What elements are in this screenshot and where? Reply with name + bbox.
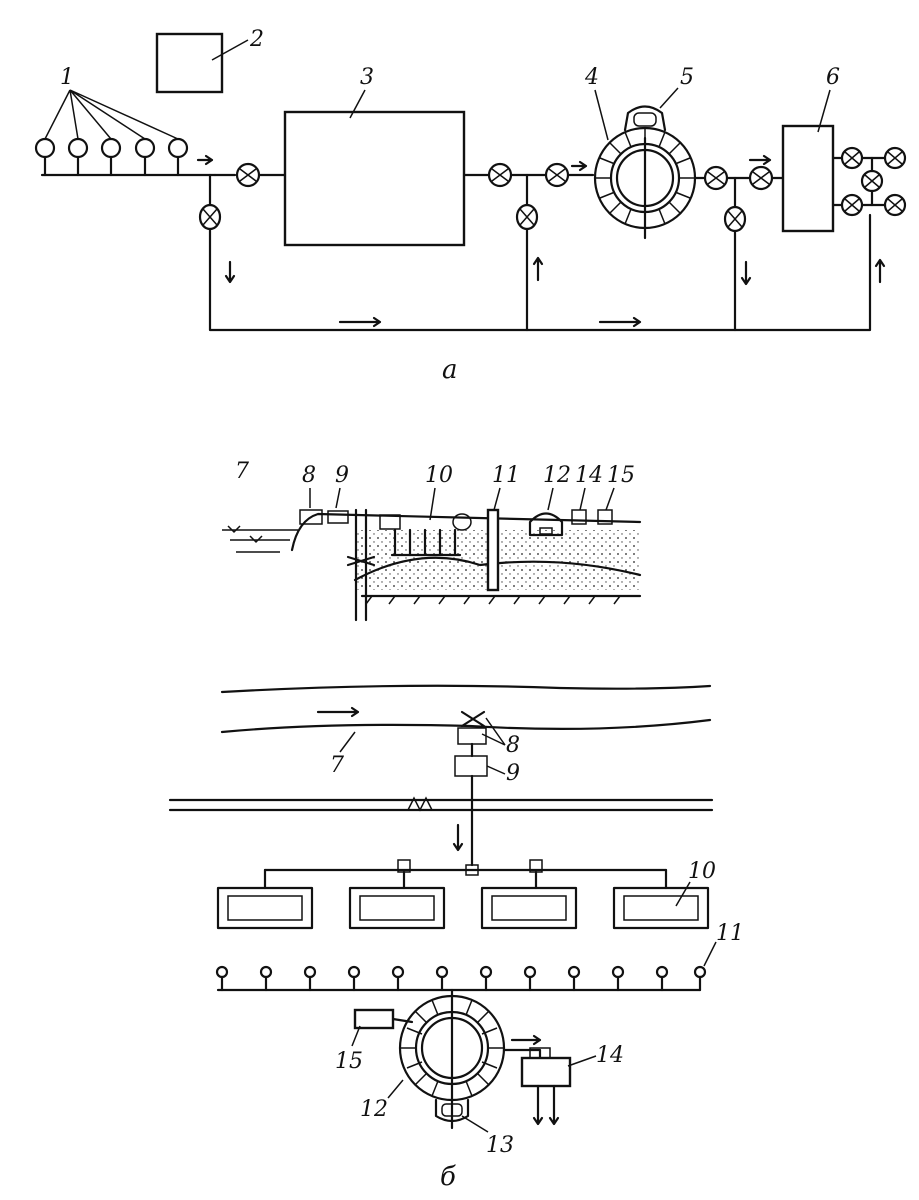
flow-arrow <box>196 154 214 166</box>
flow-arrow <box>532 256 544 282</box>
label-4: 4 <box>584 65 599 90</box>
label-7: 7 <box>235 459 249 484</box>
unit-15 <box>597 509 613 525</box>
unit-8 <box>299 509 323 525</box>
ring-reservoir-12 <box>398 988 506 1130</box>
label-2: 2 <box>249 27 264 52</box>
unit-15b <box>353 1008 395 1030</box>
label-15: 15 <box>607 463 635 488</box>
river-bank-top <box>220 684 712 694</box>
filter-basin <box>480 886 578 930</box>
river-bank-bottom <box>220 718 712 734</box>
flow-arrow <box>452 823 464 852</box>
well-11 <box>486 508 500 592</box>
bypass-valve <box>515 203 539 231</box>
label-13b: 13 <box>486 1133 514 1158</box>
valve <box>748 165 774 191</box>
scheme-b: 7 8 9 <box>168 684 744 1192</box>
reservoir-12 <box>528 512 564 537</box>
flow-arrow <box>224 260 236 284</box>
label-1: 1 <box>60 65 74 90</box>
well <box>167 137 189 177</box>
label-9: 9 <box>335 463 349 488</box>
label-14b: 14 <box>596 1043 624 1068</box>
flow-arrow <box>338 316 382 328</box>
valve <box>544 162 570 188</box>
label-9b: 9 <box>506 761 520 786</box>
valve <box>235 162 261 188</box>
label-10: 10 <box>425 463 453 488</box>
label-15b: 15 <box>335 1049 363 1074</box>
valve <box>487 162 513 188</box>
cross-section: 7 8 9 10 11 12 14 15 <box>222 459 642 622</box>
flow-arrow <box>570 160 588 172</box>
label-7b: 7 <box>330 753 344 778</box>
flow-arrow <box>510 1034 542 1046</box>
label-3: 3 <box>360 65 374 90</box>
outlet-valve <box>883 146 907 170</box>
unit-5-head <box>623 105 667 132</box>
label-6: 6 <box>826 65 840 90</box>
unit-6-box <box>781 124 835 233</box>
label-14: 14 <box>575 463 603 488</box>
label-8: 8 <box>302 463 316 488</box>
bypass-valve <box>198 203 222 231</box>
outlet-valve <box>840 193 864 217</box>
label-12b: 12 <box>360 1097 388 1122</box>
label-8b: 8 <box>506 733 520 758</box>
unit-2-box <box>155 32 224 94</box>
unit-9b <box>454 755 488 777</box>
outlet-valve <box>860 169 884 193</box>
flow-arrow <box>598 316 642 328</box>
caption-a: а <box>442 355 458 385</box>
unit-14b <box>520 1056 572 1088</box>
well <box>67 137 89 177</box>
unit-14 <box>571 509 587 525</box>
ring-unit-4 <box>593 126 697 240</box>
unit-3-box <box>283 110 466 247</box>
road <box>168 798 714 812</box>
flow-arrow <box>748 154 772 166</box>
unit-8b <box>457 727 487 745</box>
filter-basin <box>612 886 710 930</box>
label-11b: 11 <box>716 921 744 946</box>
label-11: 11 <box>492 463 520 488</box>
filter-basin <box>216 886 314 930</box>
bypass-valve <box>723 205 747 233</box>
filter-basin <box>348 886 446 930</box>
well <box>134 137 156 177</box>
label-5: 5 <box>680 65 694 90</box>
valve <box>703 165 729 191</box>
scheme-a: 1 2 3 4 <box>34 27 907 385</box>
unit-13 <box>434 1098 470 1123</box>
unit-9 <box>327 510 349 524</box>
caption-b: б <box>440 1162 456 1192</box>
label-12: 12 <box>543 463 571 488</box>
outlet-valve <box>883 193 907 217</box>
well <box>34 137 56 177</box>
label-10b: 10 <box>688 859 716 884</box>
source-wells: 1 <box>34 65 217 177</box>
flow-arrow <box>874 258 886 284</box>
flow-arrow <box>740 260 752 286</box>
wells-row <box>215 965 707 992</box>
well <box>100 137 122 177</box>
flow-arrow <box>316 706 360 718</box>
outlet-valve <box>840 146 864 170</box>
